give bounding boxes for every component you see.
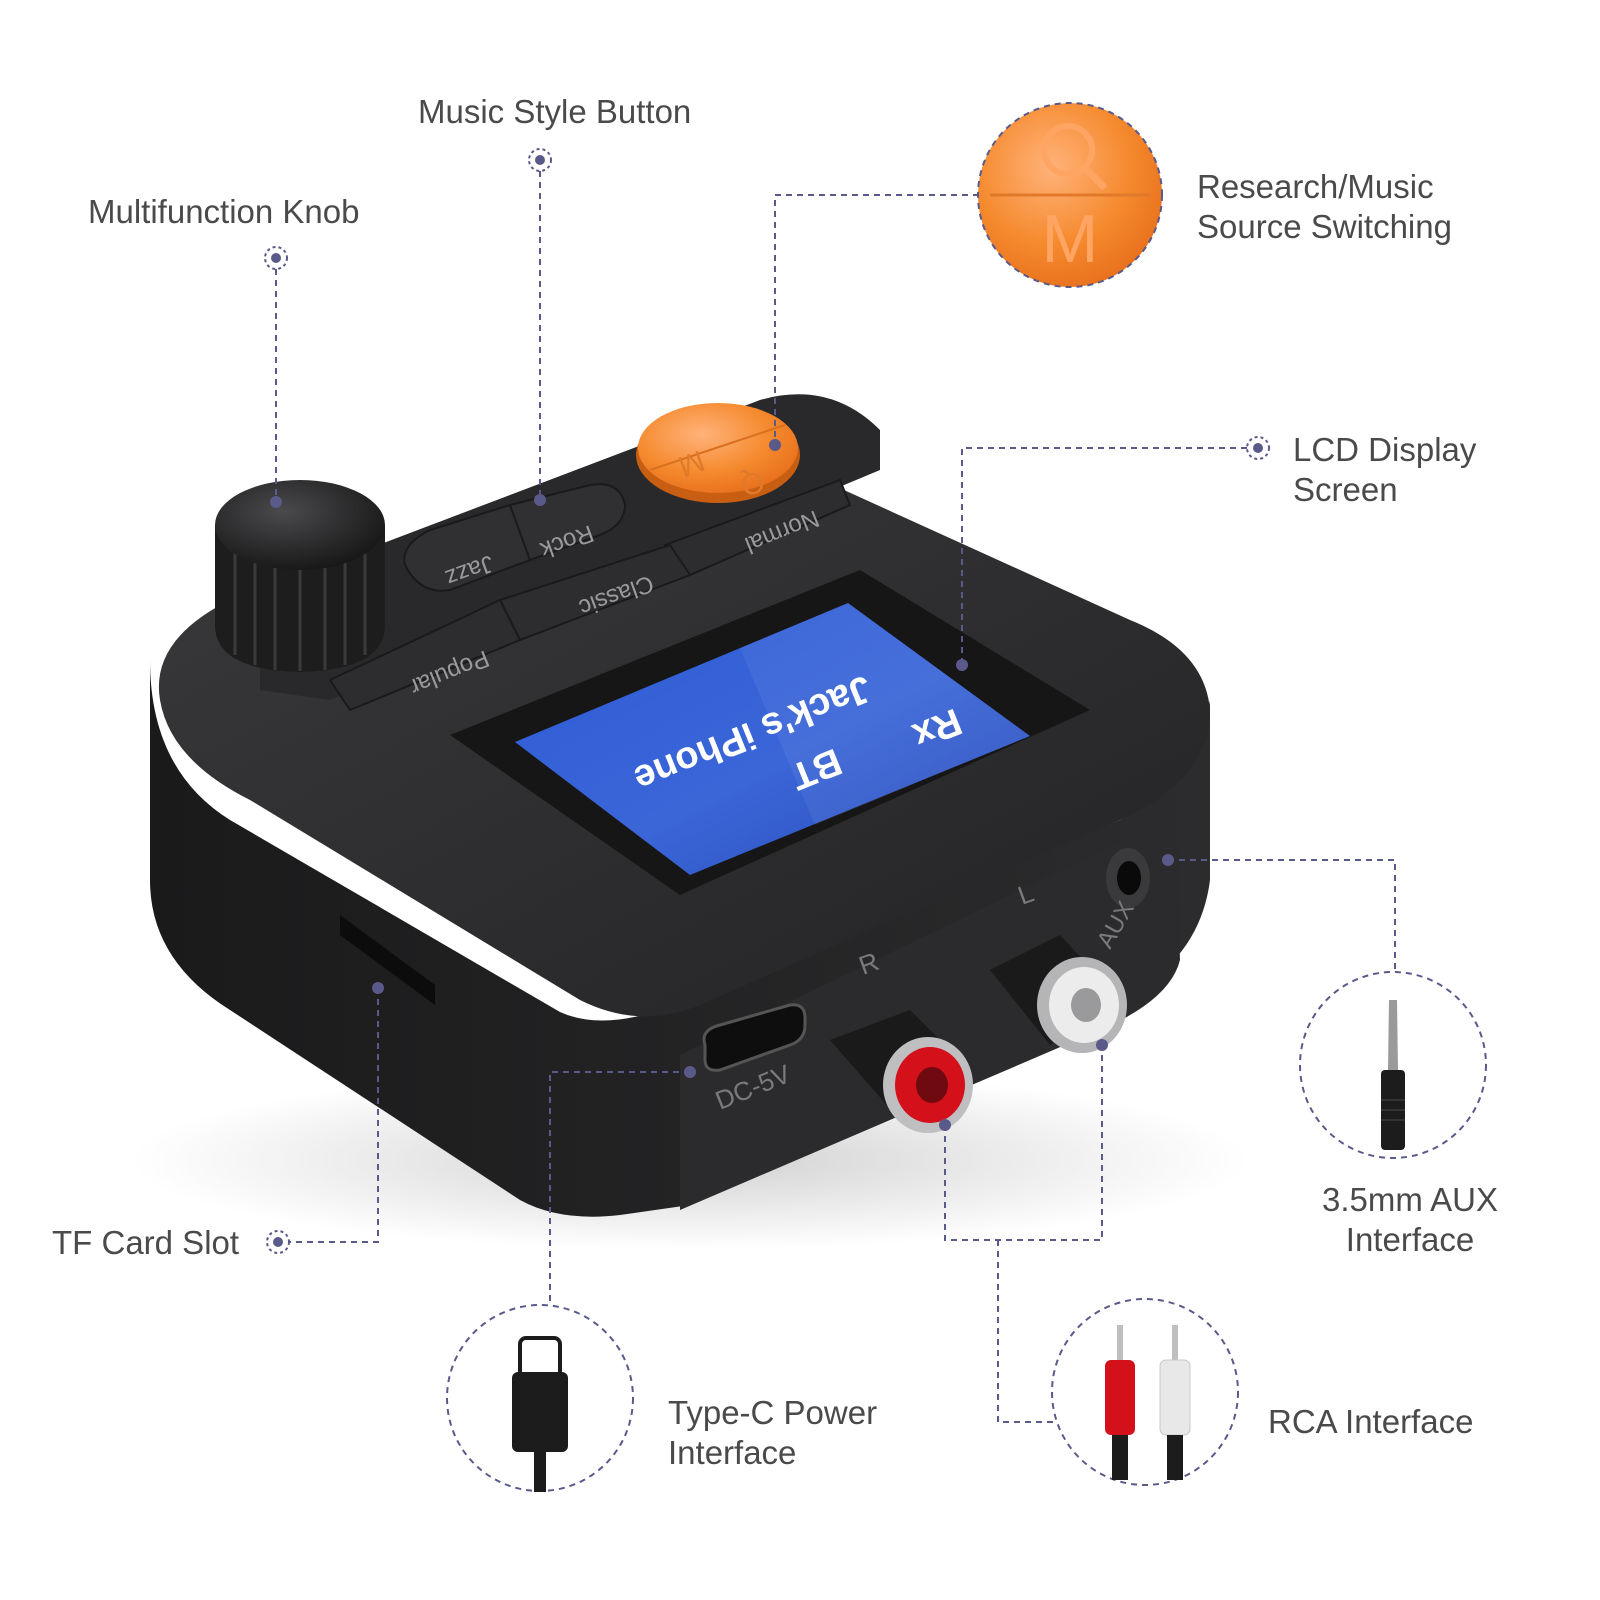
callout-rca-line1: RCA Interface [1268,1403,1474,1440]
callout-knob: Multifunction Knob [88,192,360,232]
target-dots [264,148,1270,1254]
callout-music-style-line1: Music Style Button [418,93,692,130]
callout-aux: 3.5mm AUX Interface [1310,1180,1510,1260]
search-icon [1041,123,1095,177]
rca-cable-closeup [1051,1298,1239,1486]
callout-typec-line2: Interface [668,1434,797,1471]
source-switch-button[interactable]: M Q [636,403,800,503]
popular-button[interactable] [328,598,522,712]
leader-lines [275,160,1396,1423]
callout-tf-line1: TF Card Slot [52,1224,240,1261]
callout-typec-line1: Type-C Power [668,1394,878,1431]
lcd-display: Rx Jack's iPhone BT [450,570,1090,895]
callout-research-line2: Source Switching [1197,208,1452,245]
callout-aux-line2: Interface [1345,1221,1475,1258]
callout-knob-line1: Multifunction Knob [88,193,360,230]
callout-lcd: LCD Display Screen [1293,430,1476,510]
aux-plug-closeup [1299,971,1487,1159]
multifunction-knob[interactable] [215,480,385,672]
tf-card-slot[interactable] [340,915,435,1005]
type-c-cable-closeup [446,1304,634,1492]
closeup-m-letter: M [1042,201,1099,277]
callout-research-line1: Research/Music [1197,168,1434,205]
callout-research: Research/Music Source Switching [1197,167,1452,247]
callout-typec: Type-C Power Interface [668,1393,877,1473]
source-button-closeup: M [977,102,1163,288]
callout-music-style: Music Style Button [418,92,691,132]
rca-right-jack[interactable]: R [830,946,973,1133]
callout-lcd-line2: Screen [1293,471,1398,508]
callout-rca: RCA Interface [1268,1402,1473,1442]
callout-tf: TF Card Slot [52,1223,239,1263]
callout-aux-line1: 3.5mm AUX [1321,1181,1499,1218]
rca-left-jack[interactable]: L [990,877,1127,1053]
music-style-buttons [328,478,852,712]
callout-lcd-line1: LCD Display [1293,431,1477,468]
